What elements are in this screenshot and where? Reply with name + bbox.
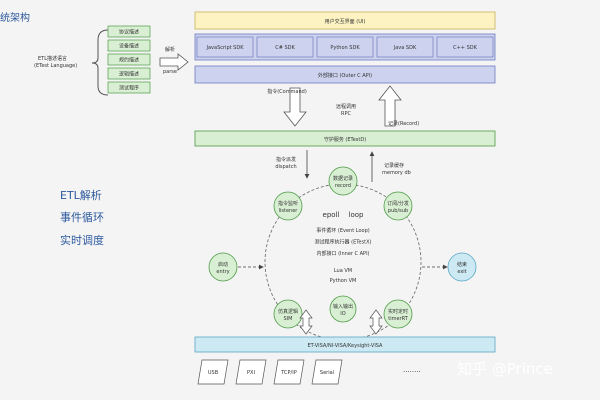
node-sim-label: SIM: [284, 316, 293, 322]
etl-item-box: [107, 81, 151, 94]
node-timer-label: timerRT: [388, 316, 408, 322]
event-loop-core: [293, 212, 393, 310]
node-sim-label: 仿真逻辑: [278, 308, 298, 315]
sdk-label: Python SDK: [330, 45, 360, 51]
visa-bus-label: ET-VISA/NI-VISA/Keysight-VISA: [308, 343, 384, 349]
outer-api-box: [194, 65, 496, 84]
etl-item-label: 测试程序: [119, 85, 139, 92]
etl-item-box: [107, 67, 151, 80]
interface-label: TCP/IP: [280, 370, 296, 376]
node-pubsub-label: pub/sub: [388, 208, 408, 214]
rpc-label-cn: 远程调用: [336, 103, 356, 110]
interface-box: [197, 359, 229, 385]
interface-label: Serial: [320, 370, 334, 376]
center-line: 事件循环 (Event Loop): [316, 227, 369, 234]
record-arrow-top: [378, 85, 402, 127]
dispatch-label-en: dispatch: [275, 164, 296, 170]
page-title: 统架构: [0, 11, 30, 24]
etl-item-box: [107, 53, 151, 66]
etl-item-label: 规约描述: [119, 57, 139, 64]
ui-layer-label: 用户交互界面 (UI): [325, 18, 366, 25]
node-exit-label: exit: [457, 269, 466, 275]
node-entry-label: entry: [216, 269, 229, 275]
record-label-top: 记录(Record): [388, 120, 419, 127]
interfaces-ellipsis: ........: [403, 366, 421, 374]
center-vm: Python VM: [330, 278, 357, 284]
left-text-etl: ETL解析: [60, 188, 102, 202]
center-vm: Lua VM: [334, 268, 352, 274]
guard-service-label: 守护服务 (ETestD): [324, 136, 366, 143]
interface-box: [311, 359, 343, 385]
outer-api-label: 外部接口 (Outer C API): [318, 72, 372, 79]
etl-item-label: 逻辑描述: [119, 71, 139, 78]
node-listener-label: 指令监听: [278, 200, 298, 207]
sdk-box: [316, 36, 374, 58]
node-io: [329, 295, 357, 323]
rpc-label-en: RPC: [341, 111, 351, 117]
node-record-label: 数据记录: [333, 175, 353, 182]
etl-language-label: ETL描述语言: [38, 55, 67, 62]
parse-label-en: parse: [163, 69, 177, 75]
sdk-label: C++ SDK: [453, 45, 477, 51]
sdk-box: [196, 36, 254, 58]
dispatch-label-cn: 指令派发: [276, 156, 296, 163]
left-text-rt: 实时调度: [60, 233, 104, 247]
node-io-label: IO: [340, 311, 345, 317]
etl-item-box: [107, 25, 151, 38]
node-timer: [383, 299, 413, 329]
node-pubsub-label: 订阅/分发: [387, 200, 409, 207]
memdb-label-en: memory db: [382, 170, 411, 176]
guard-service-box: [194, 130, 496, 147]
sdk-box: [376, 36, 434, 58]
epoll-label: epoll: [323, 211, 340, 219]
node-sim: [273, 299, 303, 329]
watermark: 知乎 @Prince: [457, 360, 553, 378]
node-timer-label: 实时定时: [388, 308, 408, 315]
center-line: 内部接口 (Inner C API): [316, 250, 369, 257]
node-io-label: 输入输出: [333, 303, 353, 310]
node-exit: [447, 252, 477, 282]
node-entry-label: 启动: [218, 261, 228, 268]
interface-label: USB: [208, 370, 219, 376]
sdk-label: JavaScript SDK: [206, 45, 245, 51]
command-arrow: [283, 87, 307, 127]
node-pubsub: [383, 191, 413, 221]
command-label: 指令(Command): [267, 88, 307, 95]
node-record: [328, 166, 358, 196]
interface-box: [273, 359, 305, 385]
sdk-box: [436, 36, 494, 58]
visa-bus: [194, 336, 496, 353]
memdb-label-cn: 记录缓存: [384, 162, 404, 169]
io-arrow-down-2: [369, 309, 383, 335]
etl-item-label: 设备描述: [119, 43, 139, 50]
node-exit-label: 结束: [457, 261, 467, 268]
interface-box: [235, 359, 267, 385]
loop-label: loop: [349, 211, 365, 219]
node-record-label: record: [335, 183, 351, 189]
node-listener-label: listener: [279, 208, 299, 214]
parse-arrow: [159, 53, 189, 71]
node-entry: [208, 252, 238, 282]
etl-item-label: 协议描述: [119, 29, 139, 36]
sdk-label: C# SDK: [275, 45, 295, 51]
sdk-label: Java SDK: [393, 45, 417, 51]
interface-label: PXI: [247, 370, 255, 376]
sdk-box: [256, 36, 314, 58]
etl-language-label-en: (ETest Language): [34, 63, 77, 69]
etl-bracket: [91, 29, 109, 96]
center-line: 测试程序执行器 (ETestX): [315, 239, 372, 246]
ui-layer-box: [194, 11, 496, 30]
parse-label-cn: 解析: [165, 46, 175, 53]
etl-item-box: [107, 39, 151, 52]
io-arrow-down: [299, 309, 313, 335]
node-listener: [273, 191, 303, 221]
left-text-loop: 事件循环: [60, 211, 104, 224]
